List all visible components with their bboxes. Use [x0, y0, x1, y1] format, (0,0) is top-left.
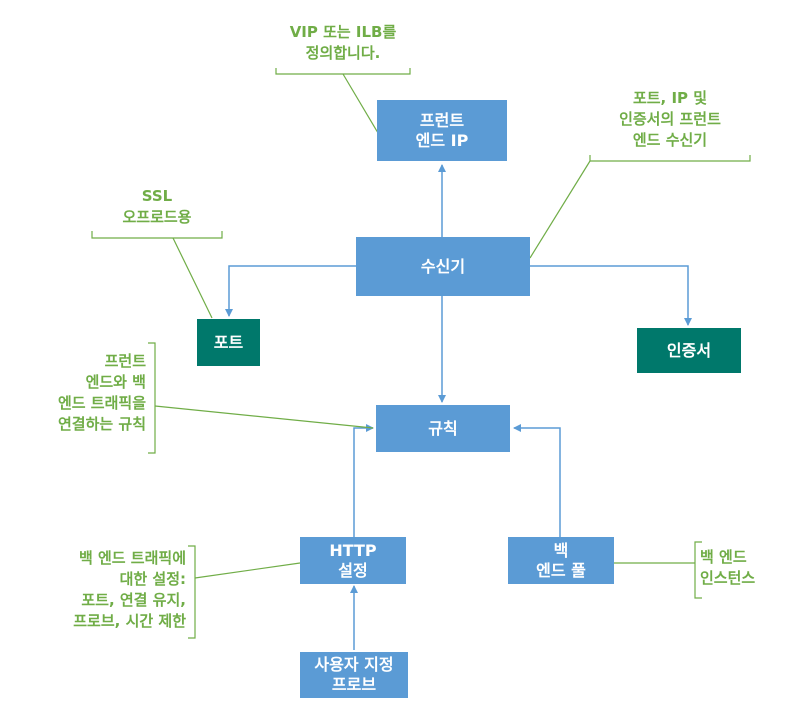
leader-ssl: [172, 237, 213, 319]
backend-pool-line-1: 백: [553, 540, 569, 560]
callout-http-line-3: 포트, 연결 유지,: [81, 591, 186, 609]
frontend-ip-box: 프런트 엔드 IP: [377, 100, 507, 161]
leader-http: [194, 562, 301, 579]
custom-probe-line-1: 사용자 지정: [314, 655, 394, 674]
rule-box: 규칙: [376, 405, 510, 452]
bracket-http: [188, 545, 196, 639]
callout-listener-line-1: 포트, IP 및: [632, 89, 708, 107]
bracket-pool: [694, 541, 702, 599]
listener-label: 수신기: [420, 256, 466, 276]
callout-rule-line-4: 연결하는 규칙: [57, 415, 146, 433]
callout-rule-line-3: 엔드 트래픽을: [57, 394, 146, 412]
callout-ssl-line-1: SSL: [141, 187, 173, 205]
certificate-label: 인증서: [666, 340, 712, 360]
callout-listener: 포트, IP 및 인증서의 프런트 엔드 수신기: [585, 88, 755, 151]
callout-http: 백 엔드 트래픽에 대한 설정: 포트, 연결 유지, 프로브, 시간 제한: [4, 548, 186, 632]
frontend-ip-line-1: 프런트: [419, 110, 465, 130]
callout-http-line-4: 프로브, 시간 제한: [73, 612, 186, 630]
bracket-listener: [589, 155, 751, 162]
callout-rule: 프런트 엔드와 백 엔드 트래픽을 연결하는 규칙: [30, 351, 146, 435]
callout-pool-line-1: 백 엔드: [700, 548, 747, 566]
arrow-pool-to-rule: [513, 424, 561, 537]
http-settings-line-1: HTTP: [329, 540, 377, 560]
backend-pool-line-2: 엔드 풀: [536, 560, 586, 580]
callout-ssl-line-2: 오프로드용: [122, 208, 192, 226]
port-box: 포트: [197, 319, 260, 366]
listener-box: 수신기: [356, 237, 530, 296]
port-label: 포트: [213, 332, 244, 352]
callout-pool: 백 엔드 인스턴스: [700, 547, 784, 589]
bracket-rule: [148, 342, 156, 454]
certificate-box: 인증서: [637, 328, 741, 373]
frontend-ip-line-2: 엔드 IP: [415, 130, 469, 150]
callout-rule-line-2: 엔드와 백: [85, 373, 146, 391]
custom-probe-box: 사용자 지정 프로브: [300, 652, 408, 698]
callout-rule-line-1: 프런트: [104, 352, 146, 370]
backend-pool-box: 백 엔드 풀: [508, 537, 614, 584]
http-settings-box: HTTP 설정: [300, 537, 406, 584]
bracket-vip: [275, 68, 411, 75]
leader-rule: [154, 405, 374, 429]
leader-listener: [529, 160, 591, 259]
callout-vip-line-1: VIP 또는 ILB를: [289, 23, 397, 41]
custom-probe-line-2: 프로브: [331, 675, 377, 694]
http-settings-line-2: 설정: [338, 560, 368, 580]
callout-pool-line-2: 인스턴스: [700, 569, 756, 587]
callout-http-line-2: 대한 설정:: [119, 570, 186, 588]
callout-ssl: SSL 오프로드용: [92, 186, 222, 228]
callout-vip-ilb: VIP 또는 ILB를 정의합니다.: [262, 22, 424, 64]
rule-label: 규칙: [428, 418, 458, 438]
callout-http-line-1: 백 엔드 트래픽에: [78, 549, 186, 567]
arrow-listener-to-port: [225, 265, 356, 317]
bracket-ssl: [91, 231, 223, 239]
callout-vip-line-2: 정의합니다.: [305, 44, 381, 62]
arrow-listener-to-certificate: [530, 265, 692, 326]
leader-vip: [342, 73, 382, 139]
callout-listener-line-2: 인증서의 프런트: [619, 110, 721, 128]
callout-listener-line-3: 엔드 수신기: [632, 131, 708, 149]
arrow-http-to-rule: [353, 424, 374, 537]
